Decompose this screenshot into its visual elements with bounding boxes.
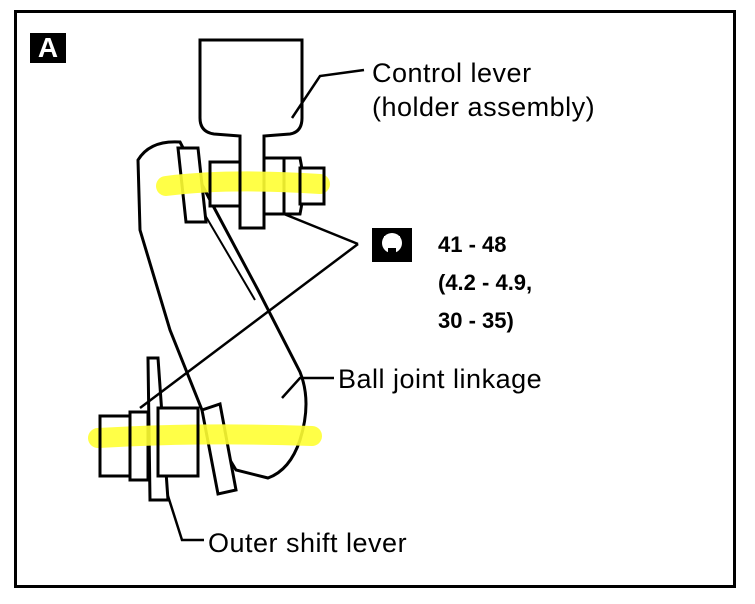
torque-wrench-icon (372, 228, 412, 262)
torque-spec-line2: (4.2 - 4.9, (438, 270, 533, 295)
figure-badge: A (30, 33, 66, 63)
fastener-outlines (98, 160, 326, 478)
outer-shift-lever-label: Outer shift lever (208, 528, 408, 558)
figure-frame (14, 10, 736, 588)
ball-joint-linkage-label: Ball joint linkage (338, 364, 543, 394)
control-lever (198, 38, 304, 230)
ball-joint-linkage (136, 140, 308, 480)
torque-spec-line1: 41 - 48 (438, 232, 507, 257)
control-lever-sublabel: (holder assembly) (372, 92, 596, 122)
torque-spec-line3: 30 - 35) (438, 308, 514, 333)
leader-lines (139, 68, 365, 542)
control-lever-label: Control lever (372, 58, 532, 88)
